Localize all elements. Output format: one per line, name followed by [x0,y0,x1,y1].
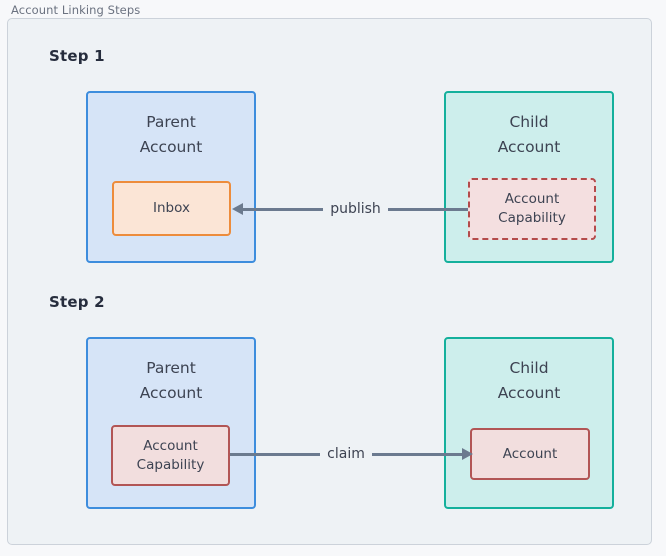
connector-label: claim [327,446,365,462]
connector-line [230,452,321,456]
step-2-account-box[interactable]: Account [470,428,590,480]
arrow-head-left-icon [232,203,243,215]
step-1-parent-account-node[interactable]: Parent Account [86,91,256,263]
node-title: Child Account [497,113,561,156]
step-2-child-account-node[interactable]: Child Account [444,337,614,509]
step-1-publish-connector: publish [232,196,468,222]
node-title: Child Account [497,359,561,402]
step-1-label: Step 1 [49,47,105,65]
connector-line [387,207,468,211]
step-1-inbox-box[interactable]: Inbox [112,181,231,236]
step-2-label: Step 2 [49,293,105,311]
connector-line [371,452,463,456]
arrow-head-right-icon [462,448,474,460]
node-title: Parent Account [139,359,203,402]
step-2-claim-connector: claim [230,441,474,467]
connector-label: publish [330,201,381,217]
step-2-account-capability-box[interactable]: Account Capability [111,425,230,486]
node-title: Parent Account [139,113,203,156]
frame-title: Account Linking Steps [11,3,141,17]
step-1-account-capability-box[interactable]: Account Capability [468,178,596,240]
connector-line [243,207,324,211]
